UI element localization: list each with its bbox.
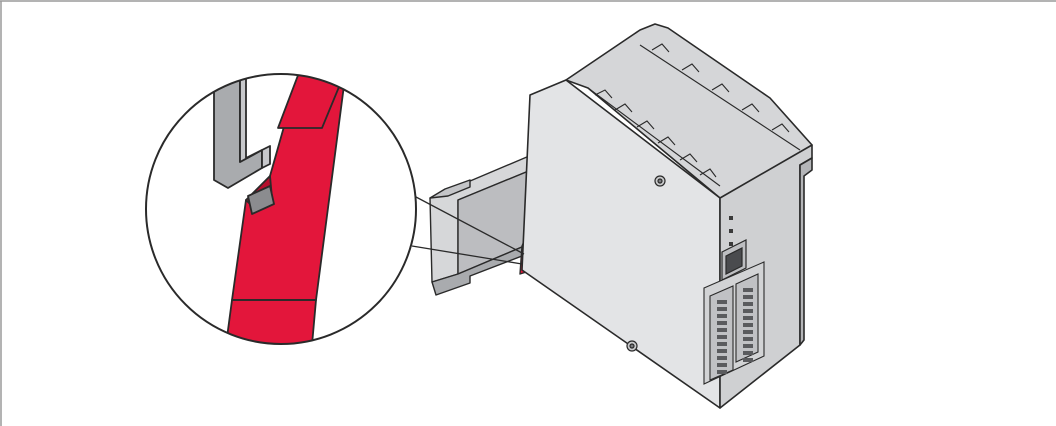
terminal-pin <box>743 316 753 320</box>
ethernet-port-icon <box>721 239 747 281</box>
front-screws <box>626 175 666 352</box>
terminal-pin <box>743 323 753 327</box>
terminal-pin <box>717 314 727 318</box>
terminal-pin <box>743 337 753 341</box>
terminal-pin <box>717 321 727 325</box>
detail-latch-view <box>213 74 347 344</box>
callout-lines <box>398 187 525 265</box>
terminal-pin <box>717 328 727 332</box>
terminal-pins <box>717 288 753 374</box>
terminal-pin <box>743 295 753 299</box>
led-indicator-icon <box>729 242 733 246</box>
housing-front-face <box>521 79 721 409</box>
terminal-pin <box>717 363 727 367</box>
terminal-pin <box>717 349 727 353</box>
terminal-pin <box>743 330 753 334</box>
terminal-pin <box>743 302 753 306</box>
terminal-pin <box>717 300 727 304</box>
terminal-pin <box>743 358 753 362</box>
magnifier-outline <box>145 73 417 345</box>
terminal-pin <box>743 351 753 355</box>
terminal-pin <box>743 309 753 313</box>
terminal-pin <box>743 344 753 348</box>
status-leds <box>729 216 733 246</box>
terminal-pin <box>717 356 727 360</box>
housing-top-face <box>565 23 813 206</box>
terminal-pin <box>717 307 727 311</box>
screw-icon <box>626 340 638 352</box>
terminal-pin <box>717 370 727 374</box>
terminal-pin <box>717 335 727 339</box>
led-indicator-icon <box>729 216 733 220</box>
led-indicator-icon <box>729 229 733 233</box>
magnifier-circle-icon <box>145 73 417 345</box>
top-vents <box>587 43 801 187</box>
screw-icon <box>654 175 666 187</box>
terminal-pin <box>717 342 727 346</box>
terminal-pin <box>743 288 753 292</box>
device-housing <box>521 23 813 409</box>
